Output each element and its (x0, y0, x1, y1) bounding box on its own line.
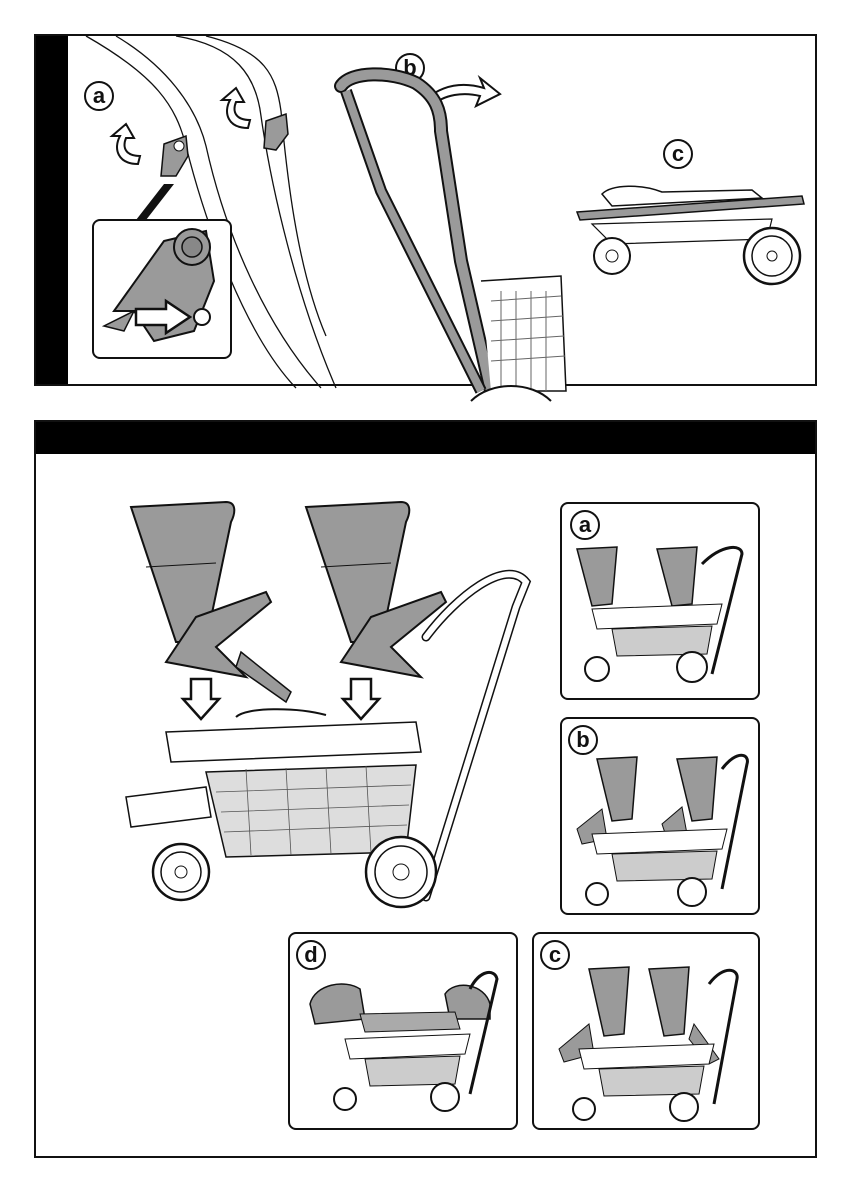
down-arrow-icon (341, 677, 381, 721)
step-label-a: a (84, 81, 114, 111)
latch-zoom-illustration (94, 221, 234, 361)
step-panel-fold: a b c (34, 34, 817, 386)
config-option-a: a (560, 502, 760, 700)
config-a-illustration (572, 544, 752, 694)
config-option-d: d (288, 932, 518, 1130)
right-arrow-icon (134, 299, 194, 335)
config-b-illustration (572, 749, 752, 909)
config-option-b: b (560, 717, 760, 915)
stroller-handle-illustration (331, 71, 571, 391)
option-label-a: a (570, 510, 600, 540)
config-option-c: c (532, 932, 760, 1130)
config-c-illustration (549, 964, 749, 1124)
step-label-c: c (663, 139, 693, 169)
seat-configuration-panel: a b d (34, 420, 817, 1158)
folded-stroller-illustration (572, 184, 812, 284)
down-arrow-icon (181, 677, 221, 721)
curved-arrow-icon (108, 124, 158, 174)
config-d-illustration (305, 964, 505, 1124)
header-bar (36, 422, 815, 454)
curved-arrow-icon (218, 88, 268, 138)
zoom-inset (92, 219, 232, 359)
